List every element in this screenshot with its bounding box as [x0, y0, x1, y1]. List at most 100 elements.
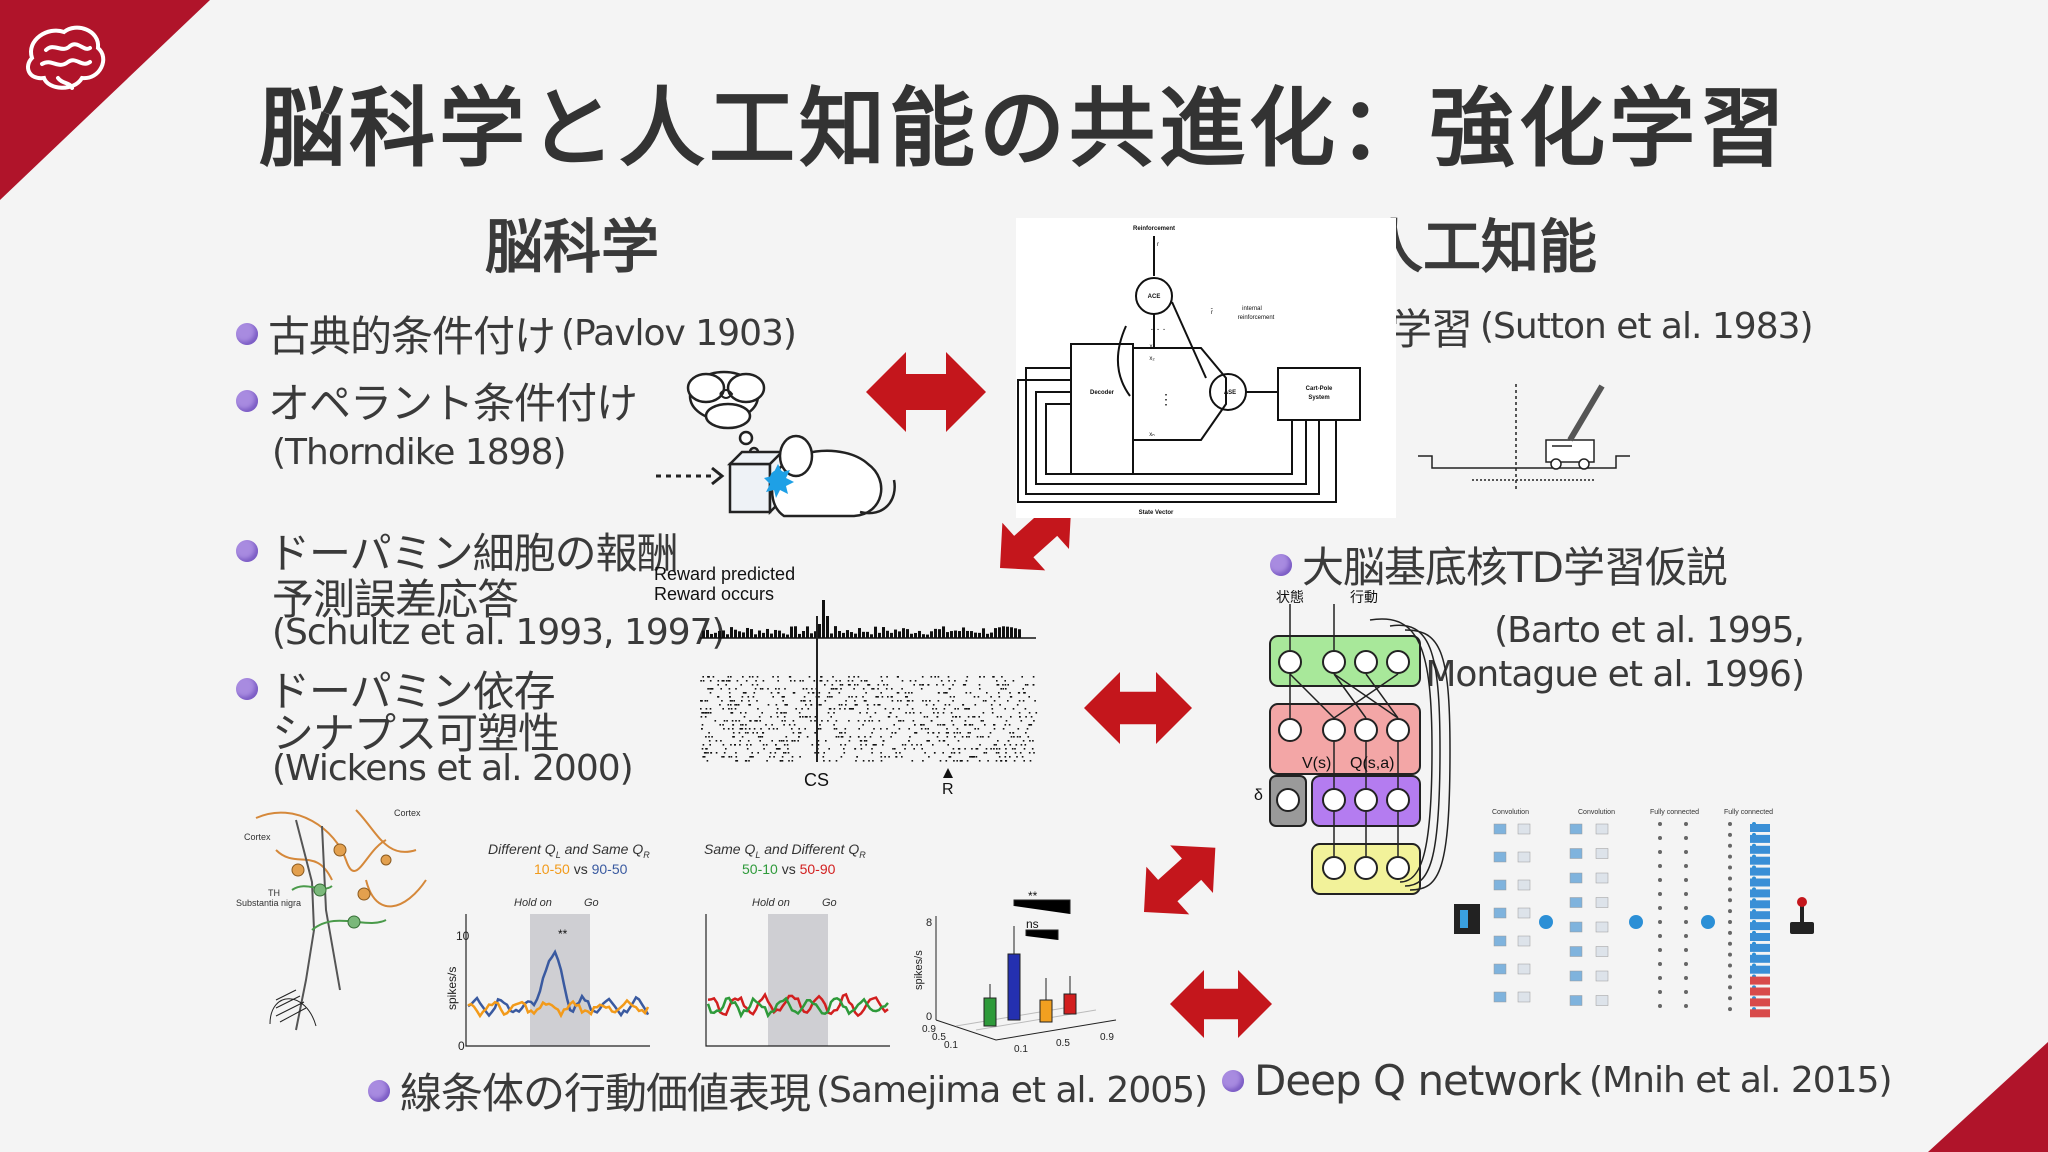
- spike-dot: [1004, 724, 1007, 726]
- dqn-unit: [1569, 848, 1583, 859]
- label-internal-reinforcement: reinforcement: [1238, 315, 1275, 321]
- spike-dot: [980, 720, 983, 722]
- spike-dot: [709, 692, 712, 694]
- spike-dot: [721, 700, 723, 702]
- spike-dot: [719, 704, 721, 706]
- psth-bar: [714, 632, 717, 638]
- psth-bar: [954, 630, 957, 638]
- spike-dot: [776, 716, 779, 718]
- spike-dot: [784, 752, 787, 754]
- psth-bar: [778, 630, 781, 638]
- spike-dot: [862, 688, 865, 690]
- spike-dot: [1002, 688, 1005, 690]
- psth-bar: [790, 626, 793, 638]
- spike-dot: [735, 756, 738, 758]
- psth-bar: [730, 627, 733, 638]
- spike-dot: [848, 740, 851, 742]
- spike-dot: [868, 720, 870, 722]
- spike-dot: [1010, 716, 1012, 718]
- spike-dot: [897, 692, 900, 694]
- spike-dot: [812, 692, 815, 694]
- bar-x6: 0.9: [1100, 1032, 1114, 1043]
- bullet-dot-icon: [236, 539, 258, 562]
- spike-dot: [1007, 740, 1010, 742]
- spike-dot: [938, 692, 940, 694]
- spike-dot: [747, 740, 750, 742]
- spike-dot: [803, 696, 806, 698]
- spike-dot: [784, 704, 786, 706]
- spike-dot: [911, 760, 914, 762]
- spike-dot: [730, 708, 733, 710]
- spike-dot: [932, 732, 934, 734]
- spike-dot: [990, 748, 992, 750]
- spike-dot: [776, 708, 779, 710]
- spike-dot: [871, 732, 873, 734]
- spike-dot: [783, 724, 785, 726]
- spike-dot: [904, 748, 906, 750]
- spike-dot: [887, 696, 889, 698]
- spike-dot: [1005, 760, 1007, 762]
- spike-dot: [1030, 724, 1033, 726]
- spike-dot: [945, 760, 948, 762]
- spike-dot: [840, 688, 842, 690]
- dqn-unit: [1684, 920, 1688, 924]
- spike-dot: [996, 684, 999, 686]
- psth-bar: [846, 630, 849, 638]
- spike-dot: [798, 732, 800, 734]
- psth-bar: [746, 627, 749, 638]
- spike-dot: [715, 752, 718, 754]
- dqn-unit: [1658, 850, 1662, 854]
- spike-dot: [737, 704, 740, 706]
- value-layer: [1269, 703, 1421, 775]
- psth-bar: [874, 626, 877, 638]
- spike-dot: [733, 700, 735, 702]
- spike-dot: [908, 728, 910, 730]
- spike-dot: [864, 720, 866, 722]
- spike-dot: [840, 756, 843, 758]
- spike-dot: [899, 752, 901, 754]
- dqn-unit: [1684, 822, 1688, 826]
- dqn-network-illustration: Convolution Convolution Fully connected …: [1454, 809, 1814, 1018]
- psth-bar: [922, 634, 925, 638]
- spike-dot: [868, 684, 871, 686]
- spike-dot: [993, 748, 995, 750]
- spike-dot: [843, 748, 845, 750]
- dqn-output-unit: [1750, 933, 1770, 941]
- psth-bar: [782, 633, 785, 638]
- spike-dot: [954, 708, 956, 710]
- spike-dot: [777, 692, 779, 694]
- spike-dot: [817, 740, 820, 742]
- spike-dot: [1010, 696, 1013, 698]
- spike-dot: [767, 704, 770, 706]
- label-state: 状態: [1276, 590, 1304, 605]
- spike-dot: [961, 760, 963, 762]
- spike-dot: [888, 716, 891, 718]
- spike-dot: [908, 740, 910, 742]
- spike-dot: [786, 740, 788, 742]
- spike-dot: [700, 716, 703, 718]
- spike-dot: [920, 728, 923, 730]
- spike-dot: [715, 740, 718, 742]
- spike-dot: [982, 736, 984, 738]
- bullet-classical-conditioning: 古典的条件付け (Pavlov 1903): [236, 303, 797, 364]
- spike-dot: [959, 716, 961, 718]
- spike-dot: [905, 712, 907, 714]
- bullet-citation: (Pavlov 1903): [561, 313, 797, 354]
- dqn-unit: [1569, 970, 1583, 982]
- citation-schultz: (Schultz et al. 1993, 1997): [272, 612, 726, 653]
- dqn-unit: [1658, 836, 1662, 840]
- spike-dot: [854, 700, 856, 702]
- plot1-legend: 10-50 vs 90-50: [534, 861, 628, 877]
- spike-dot: [937, 712, 939, 714]
- spike-dot: [729, 700, 732, 702]
- spike-dot: [847, 680, 850, 682]
- spike-dot: [969, 724, 972, 726]
- spike-dot: [869, 716, 872, 718]
- spike-dot: [1013, 736, 1015, 738]
- label-r-hat: r̂: [1211, 309, 1213, 316]
- spike-dot: [872, 760, 874, 762]
- spike-dot: [865, 700, 867, 702]
- spike-dot: [781, 760, 784, 762]
- spike-dot: [855, 696, 858, 698]
- bullet-dot-icon: [1270, 553, 1292, 576]
